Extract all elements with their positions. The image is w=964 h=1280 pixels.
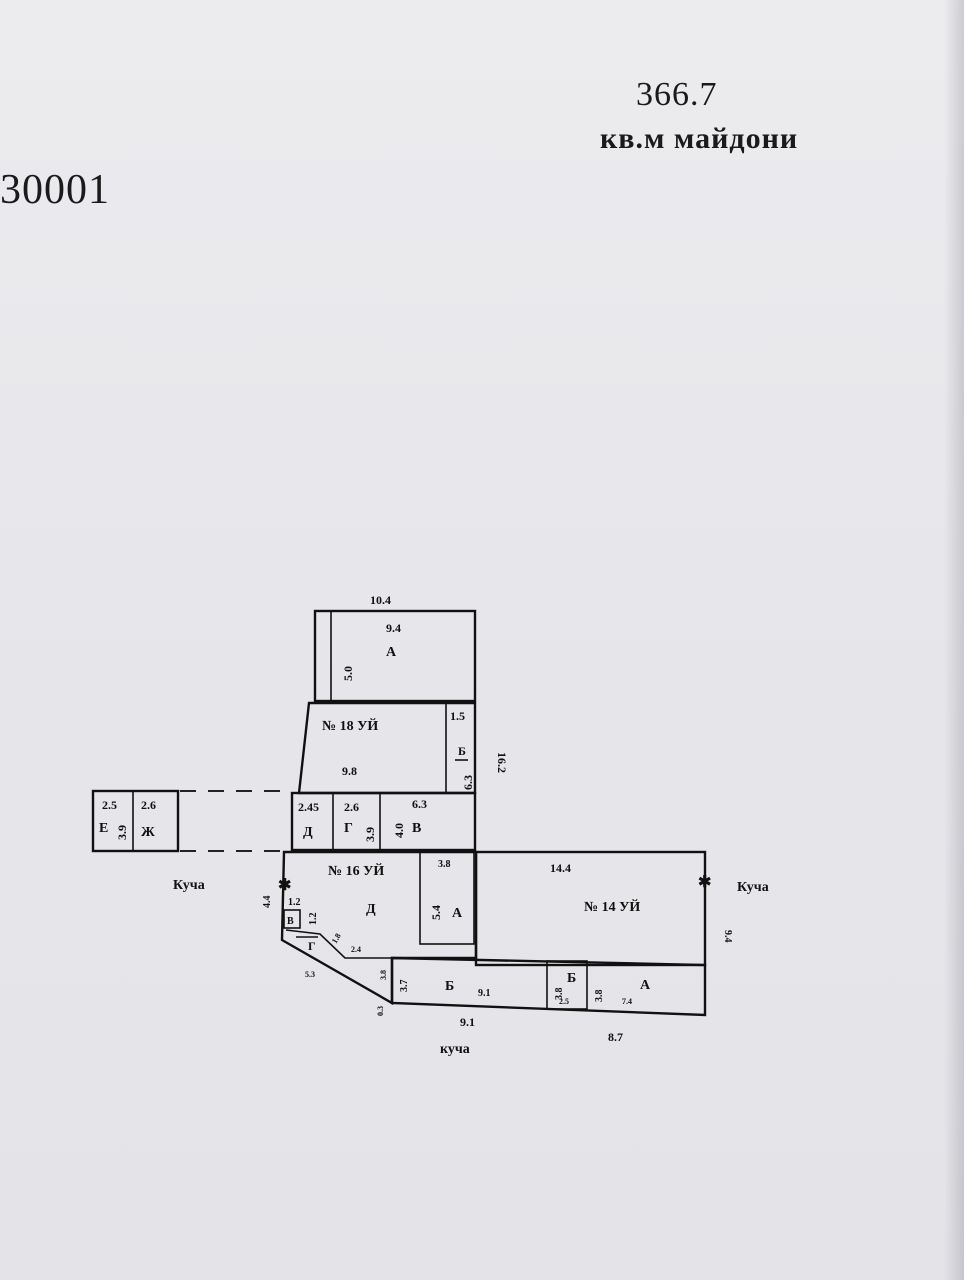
house-16-g-label: Г bbox=[308, 939, 316, 953]
dim-top-width: 10.4 bbox=[370, 593, 391, 607]
house-14-b-width: 2.5 bbox=[559, 997, 569, 1006]
house-16-b-height: 3.7 bbox=[399, 980, 410, 993]
bottom-strip-outline bbox=[390, 956, 707, 1017]
house-18-b-label: Б bbox=[458, 744, 466, 758]
house-18-g-label: Г bbox=[344, 821, 353, 836]
house-18-b-height: 6.3 bbox=[461, 775, 475, 790]
house-16-short-b: 0.3 bbox=[376, 1006, 385, 1016]
house-16-title: № 16 УЙ bbox=[328, 862, 384, 879]
house-18-b-width: 1.5 bbox=[450, 709, 465, 723]
house-14-b-label: Б bbox=[567, 971, 576, 986]
house-16-short-a: 3.8 bbox=[379, 970, 388, 980]
house-16-bottom-width: 9.1 bbox=[460, 1015, 475, 1029]
entrance-marker-left: ✱ bbox=[278, 877, 291, 894]
outbuilding-outline bbox=[91, 789, 290, 853]
house-16-a-width: 3.8 bbox=[438, 859, 451, 870]
house-16-room-v bbox=[283, 909, 301, 929]
house-16-left-depth: 4.4 bbox=[262, 896, 273, 909]
house-16-room-a bbox=[419, 851, 475, 945]
house-18-v-label: В bbox=[412, 821, 421, 836]
total-area-unit: кв.м майдони bbox=[600, 122, 799, 155]
street-label-right: Куча bbox=[737, 880, 769, 895]
outbuilding-e-height: 3.9 bbox=[115, 825, 129, 840]
house-18-main-width: 9.8 bbox=[342, 764, 357, 778]
house-18-outline bbox=[290, 609, 477, 852]
total-area-value: 366.7 bbox=[636, 76, 718, 113]
outbuilding-zh-label: Ж bbox=[141, 825, 155, 840]
house-16-g-dim2: 2.4 bbox=[351, 945, 361, 954]
house-14-a-label: А bbox=[640, 978, 651, 993]
house-18-lower-row bbox=[290, 791, 477, 852]
house-16-a-label: А bbox=[452, 906, 463, 921]
house-18-v-height: 4.0 bbox=[392, 823, 406, 838]
bottom-strip bbox=[390, 956, 707, 1017]
outbuilding-e-width: 2.5 bbox=[102, 798, 117, 812]
house-18-a-label: А bbox=[386, 645, 397, 660]
house-18-v-width: 6.3 bbox=[412, 797, 427, 811]
house-16-b-width: 9.1 bbox=[478, 988, 491, 999]
street-label-bottom: куча bbox=[440, 1042, 470, 1057]
house-14-a-width: 7.4 bbox=[622, 997, 632, 1006]
house-14-main bbox=[474, 850, 707, 967]
house-14-a-height: 3.8 bbox=[594, 990, 605, 1003]
house-16-g-dim1: 1.8 bbox=[330, 932, 343, 945]
house-14-depth: 9.4 bbox=[722, 930, 733, 943]
house-14-room-b bbox=[546, 960, 588, 1010]
house-18-main-room bbox=[297, 701, 477, 795]
house-16-v-label: В bbox=[287, 916, 294, 927]
outbuilding-e-zh bbox=[91, 789, 180, 853]
street-markers: ✱ ✱ bbox=[278, 874, 711, 894]
house-16-a-height: 5.4 bbox=[429, 905, 443, 920]
house-18-g-width: 2.6 bbox=[344, 800, 359, 814]
house-16-d-label: Д bbox=[366, 902, 376, 917]
house-14-title: № 14 УЙ bbox=[584, 898, 640, 915]
document-number: 30001 bbox=[0, 167, 110, 213]
house-16-v-dim1: 1.2 bbox=[288, 897, 301, 908]
house-18-depth: 16.2 bbox=[495, 752, 509, 773]
entrance-marker-right: ✱ bbox=[698, 874, 711, 891]
house-18-title: № 18 УЙ bbox=[322, 717, 378, 734]
house-14-b-height: 3.8 bbox=[554, 988, 565, 1001]
outbuilding-zh-width: 2.6 bbox=[141, 798, 156, 812]
house-18-g-height: 3.9 bbox=[363, 827, 377, 842]
house-14-bottom-width: 8.7 bbox=[608, 1030, 623, 1044]
house-16-room-g-line bbox=[285, 929, 392, 959]
street-label-left: Куча bbox=[173, 878, 205, 893]
house-18-room-a bbox=[313, 609, 477, 703]
house-18-d-width: 2.45 bbox=[298, 800, 319, 814]
house-16-slope-length: 5.3 bbox=[305, 970, 315, 979]
house-18-a-height: 5.0 bbox=[341, 666, 355, 681]
house-16-b-label: Б bbox=[445, 979, 454, 994]
outbuilding-e-label: Е bbox=[99, 821, 108, 836]
house-16-v-dim2: 1.2 bbox=[308, 913, 319, 926]
house-14-width: 14.4 bbox=[550, 861, 571, 875]
house-18-a-width: 9.4 bbox=[386, 621, 401, 635]
sheet-edge-shadow bbox=[944, 0, 964, 1280]
house-18-d-label: Д bbox=[303, 825, 313, 840]
house-14-outline bbox=[474, 850, 707, 967]
